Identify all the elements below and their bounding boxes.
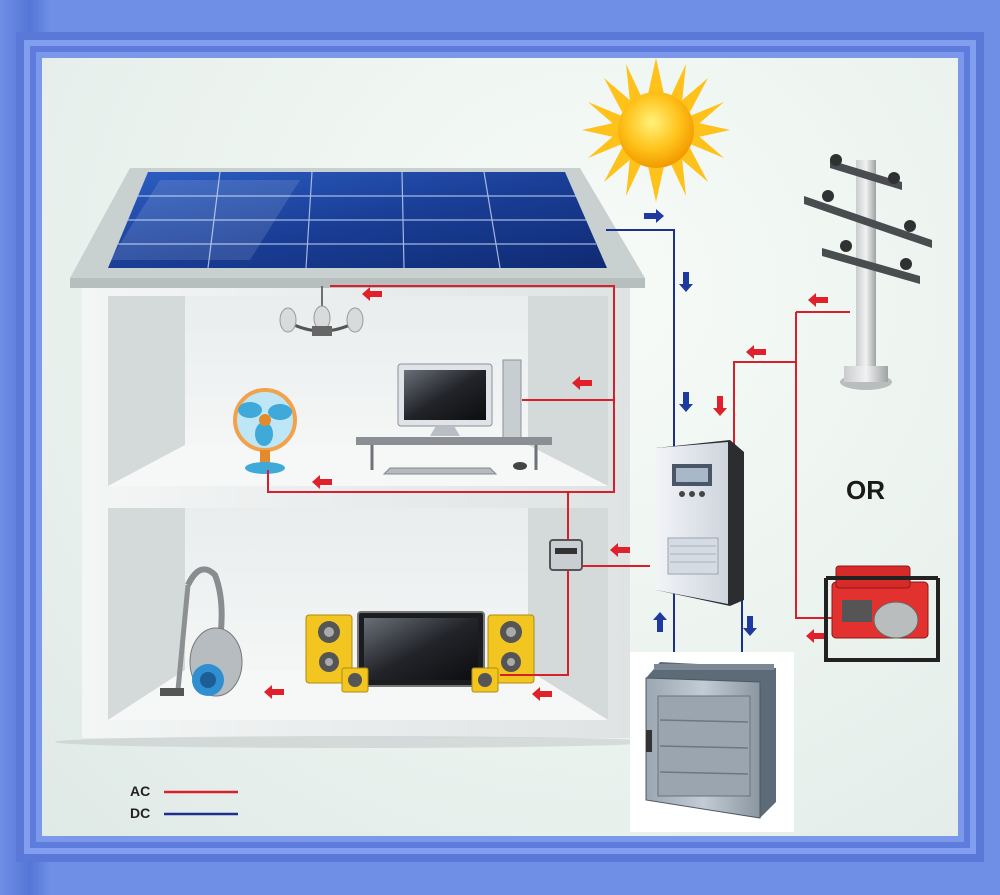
battery-cabinet (630, 652, 794, 832)
generator (824, 565, 940, 662)
ac-wiring (267, 285, 850, 676)
solar-panel (108, 171, 607, 269)
inverter (656, 440, 744, 606)
distribution-box (549, 539, 583, 571)
legend-ac-label: AC (130, 783, 150, 799)
arrow-down-icon (679, 392, 693, 412)
legend-dc-label: DC (130, 805, 150, 821)
arrow-up-icon (653, 612, 667, 632)
arrow-down-icon (743, 616, 757, 636)
or-label: OR (846, 475, 885, 505)
vacuum-cleaner (160, 566, 243, 697)
utility-pole (804, 154, 932, 390)
desktop-computer (356, 359, 552, 475)
arrow-left-icon (808, 293, 828, 307)
house (55, 168, 655, 748)
arrow-right-icon (644, 209, 664, 223)
arrow-left-icon (806, 629, 826, 643)
electric-fan (233, 388, 297, 474)
legend: AC DC (130, 783, 238, 821)
chandelier (279, 286, 364, 336)
arrow-down-icon (713, 396, 727, 416)
arrow-down-icon (679, 272, 693, 292)
home-theater (305, 611, 535, 693)
arrow-left-icon (746, 345, 766, 359)
sun-icon (582, 58, 730, 202)
dc-wiring (606, 229, 743, 660)
